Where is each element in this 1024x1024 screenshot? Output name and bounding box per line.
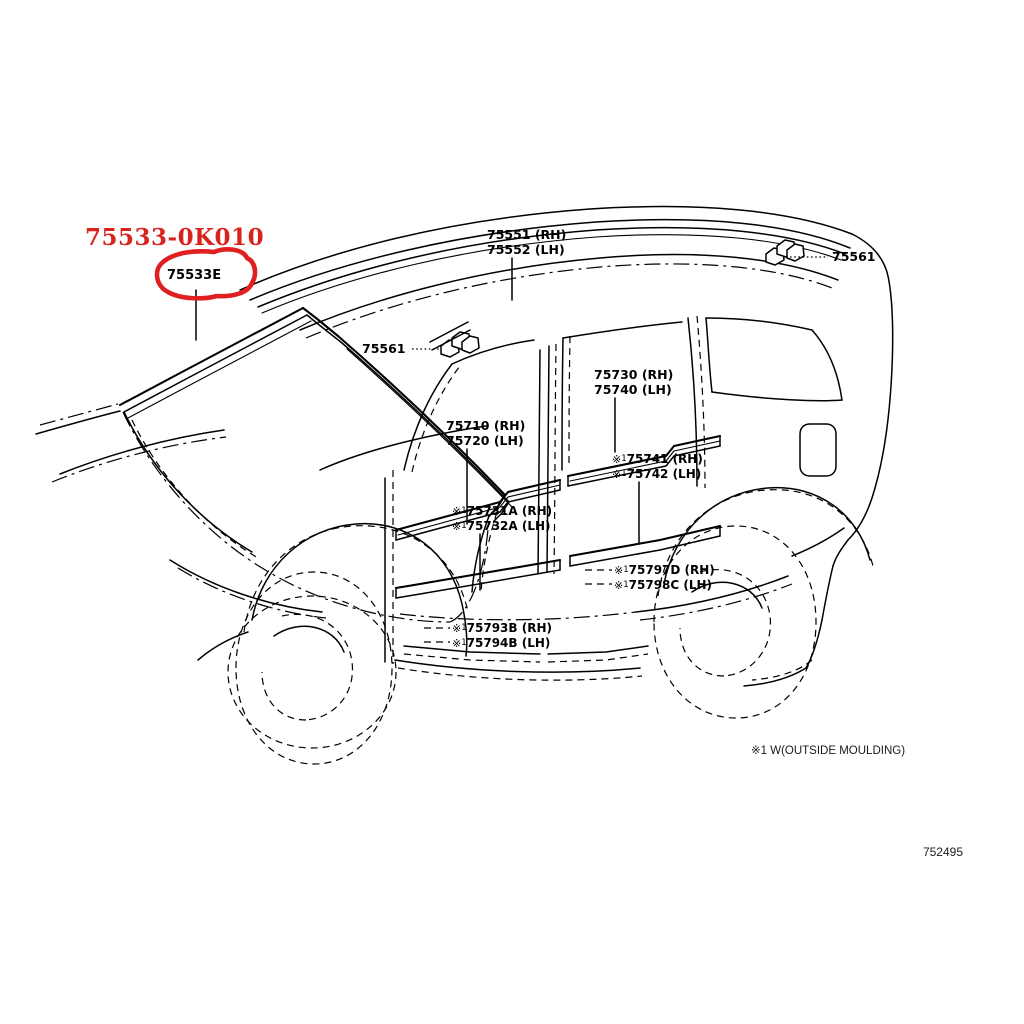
label-75561-right-line-1: 75561 bbox=[832, 249, 876, 264]
label-75793B-75794B-line-2: ※175794B (LH) bbox=[452, 635, 551, 650]
label-75731A-75732A-line-1: ※175731A (RH) bbox=[452, 504, 553, 518]
label-75551-75552: 75551 (RH)75552 (LH) bbox=[487, 227, 567, 258]
label-75710-75720-line-1: 75710 (RH) bbox=[446, 418, 526, 433]
footnote-mark-icon: ※ bbox=[452, 519, 462, 533]
footnote-mark-index: 1 bbox=[623, 565, 629, 575]
label-75730-75740: 75730 (RH)75740 (LH) bbox=[594, 367, 674, 398]
footnote-mark-icon: ※ bbox=[612, 453, 622, 466]
footnote-mark-icon: ※ bbox=[614, 578, 624, 592]
footnote-mark-icon: ※ bbox=[452, 622, 462, 635]
label-75741-75742: ※175741 (RH)※175742 (LH) bbox=[612, 452, 703, 482]
roof-clip-left bbox=[440, 331, 480, 358]
highlight-callout-label: 75533E bbox=[167, 268, 222, 283]
footnote-outside-moulding: ※1 W(OUTSIDE MOULDING) bbox=[751, 745, 906, 757]
footnote-mark-index: 1 bbox=[461, 623, 467, 633]
label-75797D-75798C: ※175797D (RH)※175798C (LH) bbox=[614, 563, 715, 593]
footnote-mark-index: 1 bbox=[461, 520, 467, 531]
label-75551-75552-line-2: 75552 (LH) bbox=[487, 241, 565, 257]
highlight-ellipse bbox=[154, 247, 258, 301]
footnote-mark-index: 1 bbox=[623, 579, 629, 590]
footnote-mark-icon: ※ bbox=[612, 467, 622, 481]
label-75710-75720: 75710 (RH)75720 (LH) bbox=[446, 418, 526, 449]
label-75793B-75794B: ※175793B (RH)※175794B (LH) bbox=[452, 621, 552, 651]
footnote-mark-index: 1 bbox=[461, 506, 467, 516]
label-75730-75740-line-2: 75740 (LH) bbox=[594, 381, 672, 397]
footnote-mark-icon: ※ bbox=[452, 505, 462, 518]
label-75731A-75732A-line-2: ※175732A (LH) bbox=[452, 518, 551, 533]
footnote-mark-index: 1 bbox=[621, 468, 627, 479]
label-75561-left-line-1: 75561 bbox=[362, 341, 406, 356]
label-75730-75740-line-1: 75730 (RH) bbox=[594, 367, 674, 382]
diagram-id: 752495 bbox=[922, 845, 963, 859]
label-75797D-75798C-line-1: ※175797D (RH) bbox=[614, 563, 715, 577]
roof-clip-right bbox=[765, 239, 805, 266]
footnote-mark-icon: ※ bbox=[452, 636, 462, 650]
label-75561-left: 75561 bbox=[362, 341, 406, 357]
footnote-mark-icon: ※ bbox=[614, 564, 624, 577]
label-75551-75552-line-1: 75551 (RH) bbox=[487, 227, 567, 242]
label-75731A-75732A: ※175731A (RH)※175732A (LH) bbox=[452, 504, 552, 534]
label-75561-right: 75561 bbox=[832, 249, 876, 265]
label-75741-75742-line-2: ※175742 (LH) bbox=[612, 466, 702, 481]
label-75797D-75798C-line-2: ※175798C (LH) bbox=[614, 577, 713, 592]
label-75710-75720-line-2: 75720 (LH) bbox=[446, 432, 524, 448]
label-75793B-75794B-line-1: ※175793B (RH) bbox=[452, 621, 552, 635]
footnote-mark-index: 1 bbox=[461, 637, 467, 648]
footnote-mark-index: 1 bbox=[621, 454, 627, 464]
highlight-part-number: 75533-0K010 bbox=[85, 224, 265, 251]
label-75741-75742-line-1: ※175741 (RH) bbox=[612, 452, 703, 466]
